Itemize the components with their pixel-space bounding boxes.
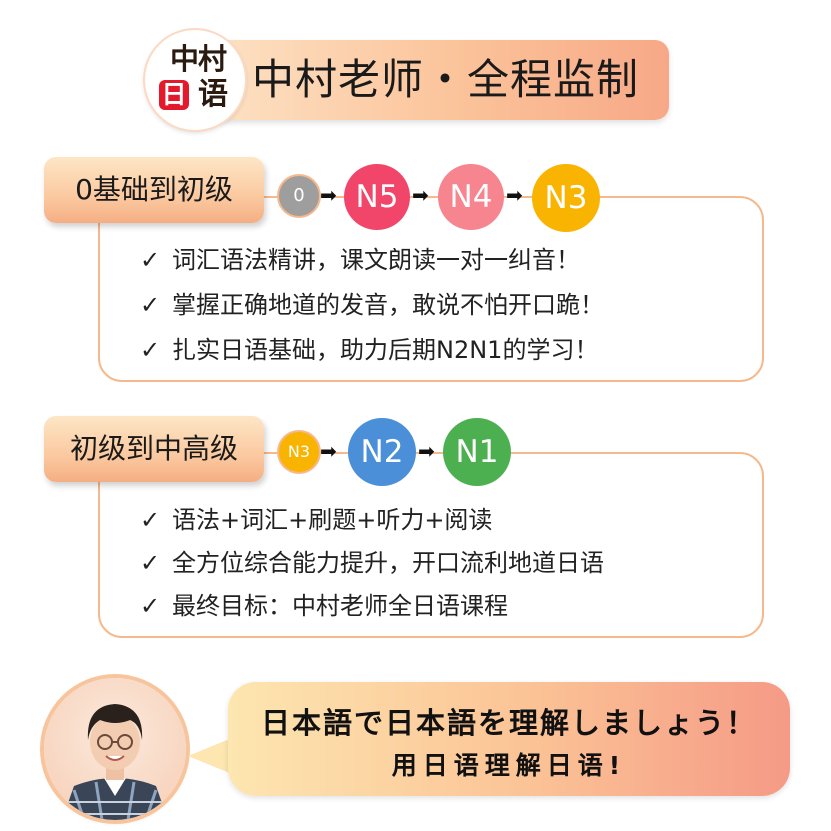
bullet-item: ✓词汇语法精讲，课文朗读一对一纠音！ xyxy=(140,246,580,274)
arrow-icon: ➡ xyxy=(418,439,435,463)
bullet-item: ✓语法+词汇+刷题+听力+阅读 xyxy=(140,506,493,534)
logo-ri-badge: 日 xyxy=(159,80,189,110)
level-n3-small-circle: N3 xyxy=(279,432,319,472)
check-icon: ✓ xyxy=(140,291,161,319)
title-banner xyxy=(207,40,669,120)
level-n2-circle: N2 xyxy=(348,418,416,486)
level-n4-circle: N4 xyxy=(438,164,504,230)
check-icon: ✓ xyxy=(140,336,161,364)
section-2-box xyxy=(98,452,764,638)
arrow-icon: ➡ xyxy=(506,183,523,207)
level-n5-circle: N5 xyxy=(344,164,410,230)
check-icon: ✓ xyxy=(140,246,161,274)
speech-bubble-tail xyxy=(188,738,232,774)
teacher-avatar xyxy=(44,678,186,820)
bullet-item: ✓掌握正确地道的发音，敢说不怕开口跪！ xyxy=(140,291,604,319)
level-0-circle: 0 xyxy=(279,176,319,216)
bullet-item: ✓最终目标：中村老师全日语课程 xyxy=(140,592,508,620)
check-icon: ✓ xyxy=(140,592,161,620)
page-title: 中村老师・全程监制 xyxy=(252,55,640,104)
section-2-label: 初级到中高级 xyxy=(44,416,264,482)
speech-bubble xyxy=(228,682,790,796)
check-icon: ✓ xyxy=(140,549,161,577)
logo-text-yu: 语 xyxy=(198,77,228,112)
section-1-label: 0基础到初级 xyxy=(44,157,264,223)
level-n1-circle: N1 xyxy=(443,418,511,486)
level-n3-circle: N3 xyxy=(532,164,600,232)
check-icon: ✓ xyxy=(140,506,161,534)
section-1-box xyxy=(98,196,764,382)
logo-text-top: 中村 xyxy=(169,42,227,76)
speech-line-japanese: 日本語で日本語を理解しましょう！ xyxy=(260,706,757,740)
teacher-portrait-icon xyxy=(62,704,168,820)
arrow-icon: ➡ xyxy=(320,183,337,207)
arrow-icon: ➡ xyxy=(412,183,429,207)
speech-line-chinese: 用日语理解日语! xyxy=(391,751,627,780)
arrow-icon: ➡ xyxy=(320,439,337,463)
bullet-item: ✓扎实日语基础，助力后期N2N1的学习！ xyxy=(140,336,599,364)
bullet-item: ✓全方位综合能力提升，开口流利地道日语 xyxy=(140,549,604,577)
